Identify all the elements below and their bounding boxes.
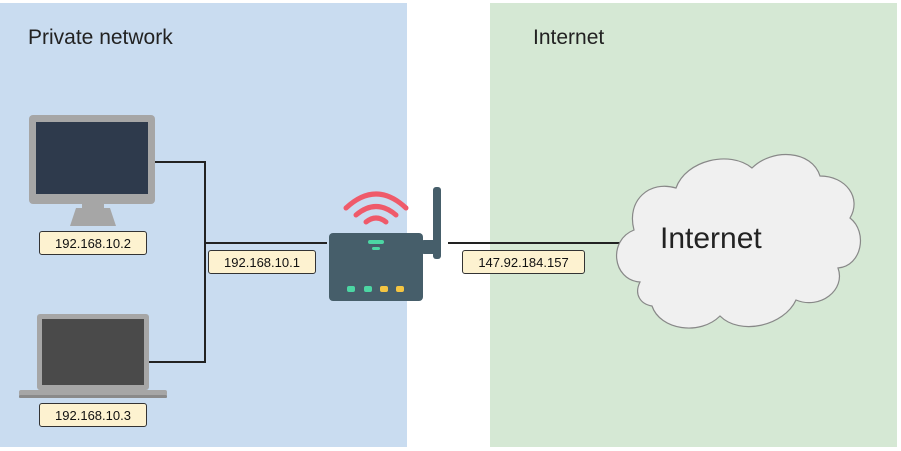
network-wires — [148, 161, 620, 363]
desktop-computer-icon — [29, 115, 155, 226]
internet-cloud-icon — [616, 154, 862, 329]
wifi-signal-icon — [343, 191, 409, 225]
desktop-ip-label: 192.168.10.2 — [39, 231, 147, 255]
laptop-icon — [19, 314, 167, 398]
internet-cloud-label: Internet — [660, 222, 762, 255]
private-network-title: Private network — [28, 26, 173, 49]
laptop-ip-label: 192.168.10.3 — [39, 403, 147, 427]
router-icon — [329, 187, 441, 301]
router-public-ip-label: 147.92.184.157 — [462, 250, 585, 274]
internet-zone-title: Internet — [533, 26, 605, 49]
router-private-ip-label: 192.168.10.1 — [208, 250, 316, 274]
